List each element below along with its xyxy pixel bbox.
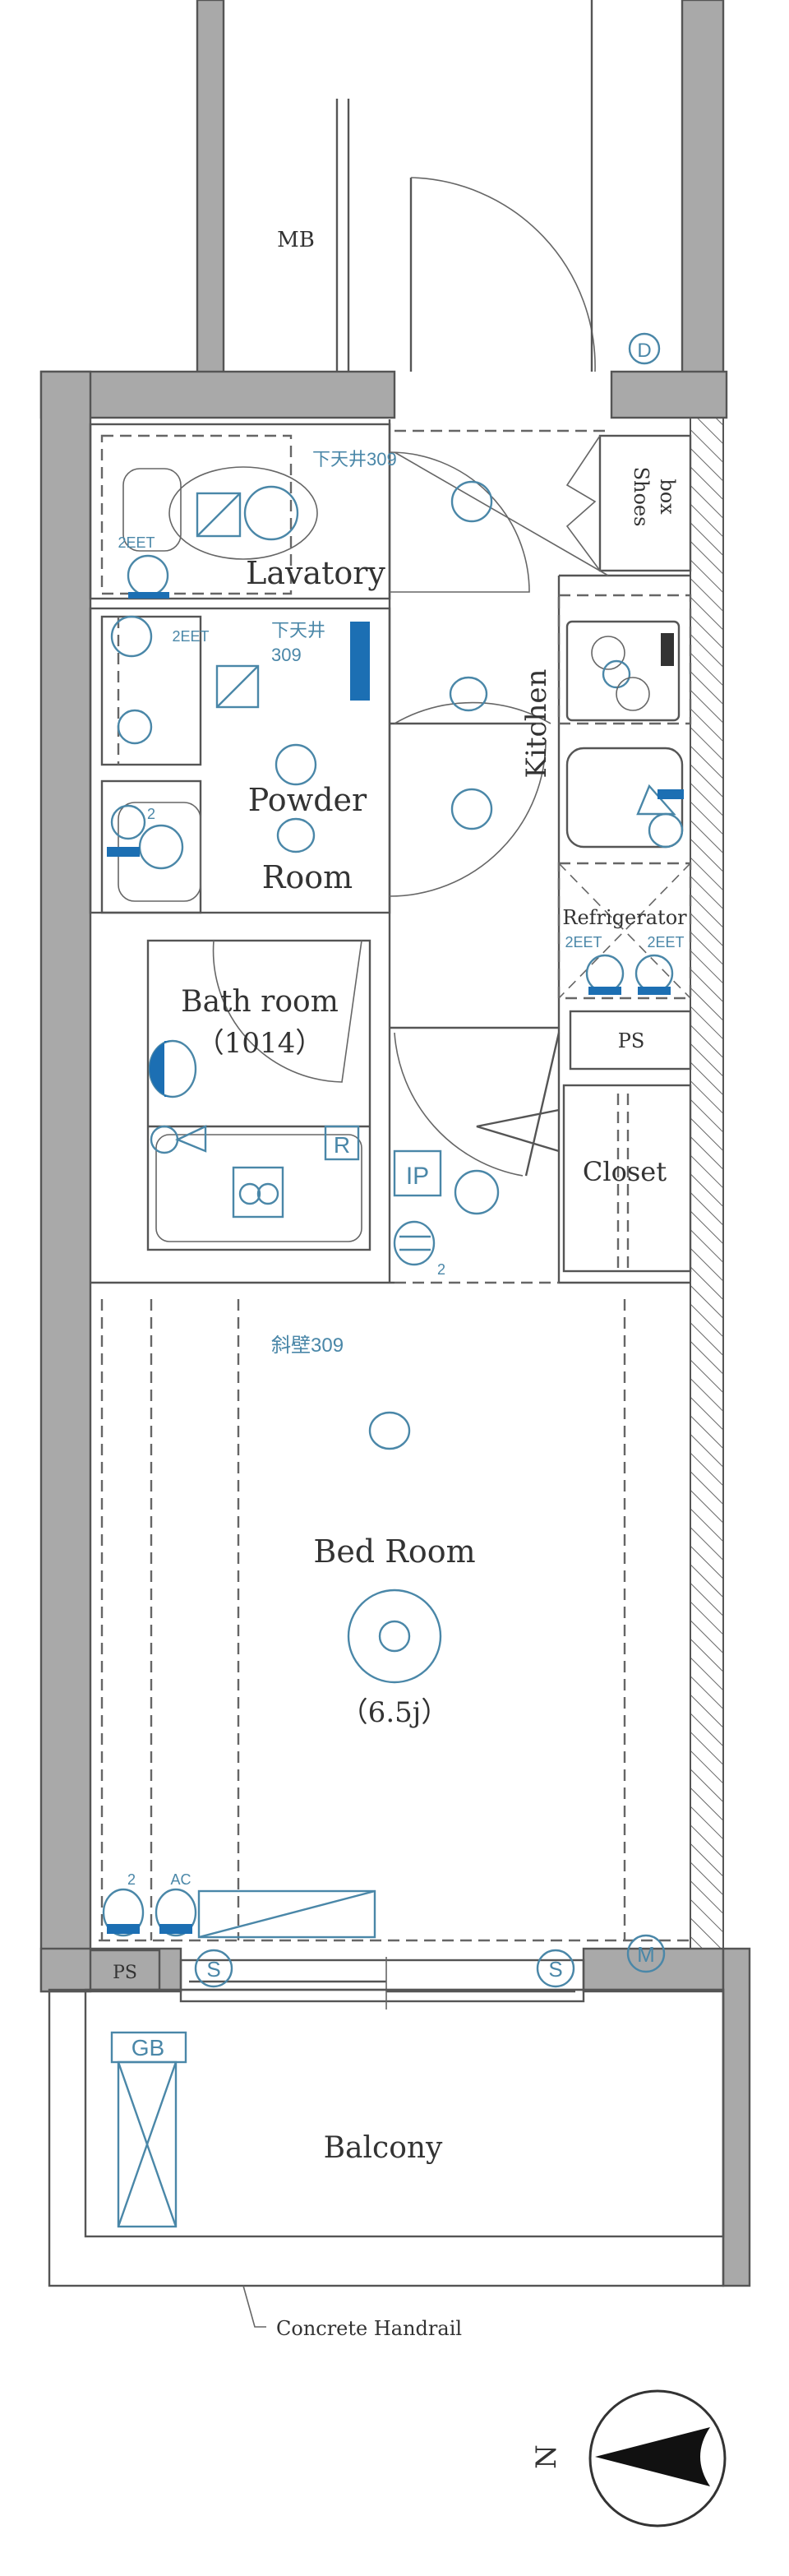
svg-text:2: 2: [147, 806, 155, 822]
svg-text:R: R: [334, 1132, 350, 1158]
kitchen-hall: Kitchen: [389, 480, 553, 897]
handrail-label: Concrete Handrail: [276, 2317, 462, 2340]
svg-text:2: 2: [127, 1871, 136, 1888]
svg-text:下天井: 下天井: [271, 620, 325, 641]
walls: [39, 0, 751, 2287]
partitions: [89, 419, 690, 1284]
bath-room: Bath room （1014） R 2: [146, 939, 371, 1251]
bed-room-label: Bed Room: [313, 1533, 475, 1570]
room-label: Room: [262, 859, 353, 895]
powder-label: Powder: [248, 782, 367, 818]
distribution-board-icon: D: [628, 332, 661, 365]
balcony: GB Balcony Concrete Handrail: [48, 1988, 725, 2340]
air-conditioner: [197, 1889, 376, 1939]
svg-text:2EET: 2EET: [647, 934, 684, 950]
mb-label: MB: [277, 228, 315, 252]
meter-icon: [626, 1934, 666, 1973]
ceiling-note: 下天井309: [312, 449, 397, 469]
svg-text:D: D: [637, 340, 651, 362]
kitchen-counter: [557, 594, 692, 849]
bed-room: 斜壁309 Bed Room （6.5j） 2 AC PS M: [89, 1299, 690, 1991]
svg-text:N: N: [530, 2444, 563, 2469]
powder-room: 2EET 下天井 309 Powder Room 2: [100, 615, 370, 914]
svg-text:S: S: [206, 1957, 220, 1982]
svg-text:GB: GB: [132, 2035, 164, 2060]
svg-text:PS: PS: [618, 1029, 645, 1052]
svg-text:斜壁309: 斜壁309: [271, 1334, 344, 1357]
north-compass-icon: N: [530, 2389, 727, 2527]
shoes-box[interactable]: Shoes box: [565, 434, 692, 572]
svg-text:（1014）: （1014）: [196, 1027, 324, 1060]
svg-text:309: 309: [271, 645, 302, 665]
svg-text:2EET: 2EET: [172, 628, 209, 645]
svg-text:2EET: 2EET: [118, 534, 155, 551]
intercom-icon: IP: [393, 1149, 442, 1197]
balcony-label: Balcony: [324, 2131, 443, 2165]
refrigerator-space: Refrigerator 2EET 2EET: [557, 862, 692, 1000]
svg-text:box: box: [656, 479, 679, 515]
lavatory: 2EET 下天井309 Lavatory: [100, 434, 609, 599]
svg-text:M: M: [637, 1942, 655, 1967]
lavatory-label: Lavatory: [246, 555, 385, 591]
closet-label: Closet: [583, 1156, 667, 1187]
svg-text:2: 2: [437, 1261, 445, 1278]
svg-text:IP: IP: [406, 1163, 429, 1190]
svg-text:S: S: [548, 1957, 562, 1982]
svg-text:PS: PS: [113, 1963, 137, 1983]
svg-text:Shoes: Shoes: [630, 467, 653, 527]
svg-text:（6.5j）: （6.5j）: [340, 1696, 450, 1729]
balcony-window[interactable]: S S: [179, 1949, 585, 2009]
ceiling-light-icon: [347, 1589, 442, 1684]
ceiling-light-icon: [454, 1169, 500, 1215]
closet[interactable]: Closet: [390, 1026, 692, 1273]
kitchen-label: Kitchen: [520, 669, 553, 779]
svg-text:AC: AC: [170, 1871, 191, 1888]
bath-room-label: Bath room: [181, 985, 339, 1019]
svg-text:2EET: 2EET: [565, 934, 602, 950]
pipe-space: PS: [569, 1010, 692, 1071]
svg-text:Refrigerator: Refrigerator: [562, 906, 687, 929]
entrance-door[interactable]: [394, 0, 608, 432]
switch-icon: 2: [393, 1220, 445, 1278]
mb-room: MB: [277, 99, 350, 372]
